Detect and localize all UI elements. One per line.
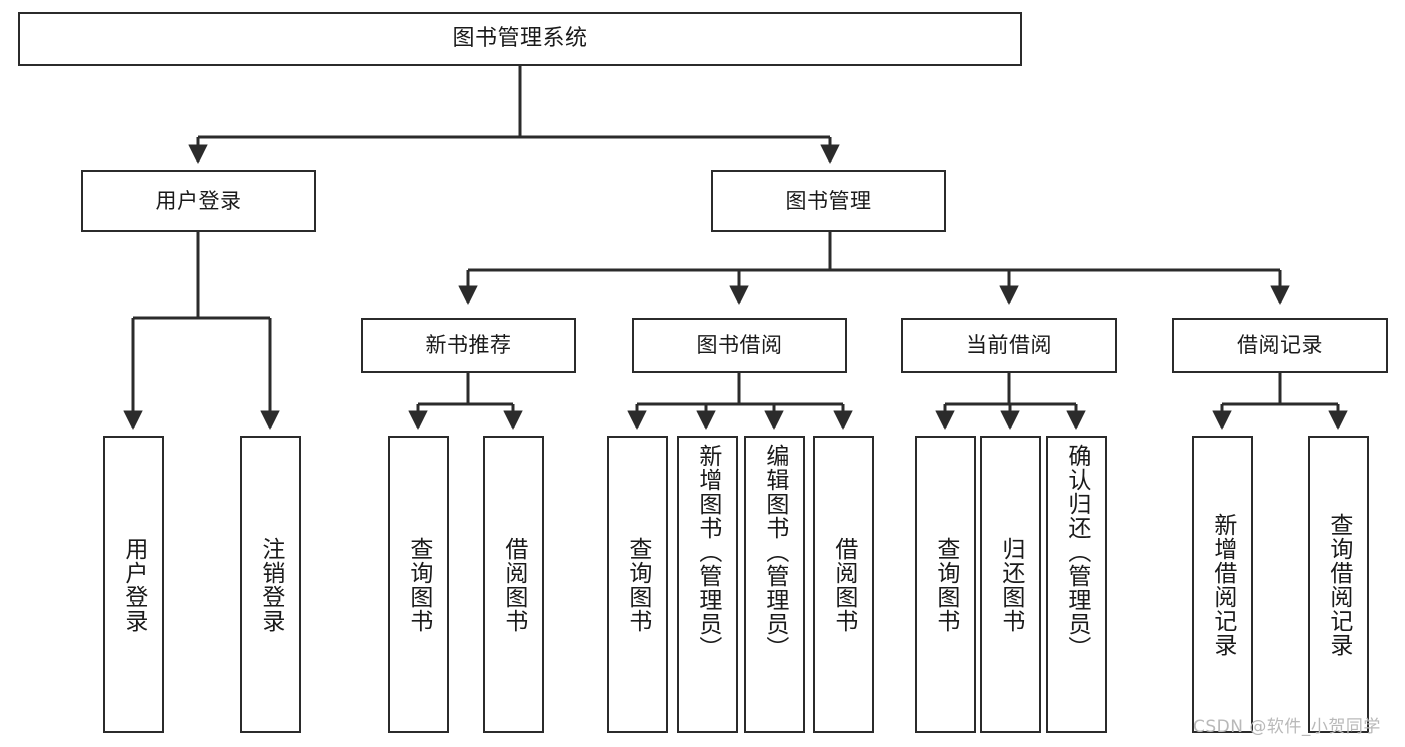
node-current-borrow[interactable]: 当前借阅 [901, 318, 1117, 373]
node-leaf-return-book-label: 归还图书 [997, 536, 1024, 633]
node-leaf-add-record[interactable]: 新增借阅记录 [1192, 436, 1253, 733]
node-book-manage[interactable]: 图书管理 [711, 170, 946, 232]
node-leaf-add-book[interactable]: 新增图书（管理员） [677, 436, 738, 733]
node-current-borrow-label: 当前借阅 [966, 333, 1052, 358]
node-leaf-query-book-1[interactable]: 查询图书 [388, 436, 449, 733]
node-leaf-query-record-label: 查询借阅记录 [1325, 512, 1352, 657]
node-user-login-label: 用户登录 [155, 188, 242, 213]
node-book-borrow[interactable]: 图书借阅 [632, 318, 847, 373]
node-new-book-recommend[interactable]: 新书推荐 [361, 318, 576, 373]
node-leaf-user-login[interactable]: 用户登录 [103, 436, 164, 733]
node-leaf-confirm-return[interactable]: 确认归还（管理员） [1046, 436, 1107, 733]
node-borrow-record[interactable]: 借阅记录 [1172, 318, 1388, 373]
node-leaf-user-login-label: 用户登录 [120, 536, 147, 633]
node-leaf-confirm-return-label: 确认归还（管理员） [1063, 444, 1090, 660]
node-leaf-query-book-2[interactable]: 查询图书 [607, 436, 668, 733]
node-leaf-user-logout[interactable]: 注销登录 [240, 436, 301, 733]
node-book-borrow-label: 图书借阅 [696, 333, 783, 358]
node-leaf-query-book-3[interactable]: 查询图书 [915, 436, 976, 733]
node-leaf-add-book-label: 新增图书（管理员） [694, 444, 721, 660]
node-user-login[interactable]: 用户登录 [81, 170, 316, 232]
node-root[interactable]: 图书管理系统 [18, 12, 1022, 66]
node-leaf-add-record-label: 新增借阅记录 [1209, 512, 1236, 657]
node-leaf-query-book-3-label: 查询图书 [932, 536, 959, 633]
node-book-manage-label: 图书管理 [785, 188, 872, 213]
node-leaf-edit-book[interactable]: 编辑图书（管理员） [744, 436, 805, 733]
csdn-watermark: CSDN @软件_小贺同学 [1193, 717, 1381, 737]
node-leaf-edit-book-label: 编辑图书（管理员） [761, 444, 788, 660]
node-leaf-query-record[interactable]: 查询借阅记录 [1308, 436, 1369, 733]
node-leaf-borrow-book-1[interactable]: 借阅图书 [483, 436, 544, 733]
node-leaf-query-book-1-label: 查询图书 [405, 536, 432, 633]
node-leaf-borrow-book-1-label: 借阅图书 [500, 536, 527, 633]
node-leaf-borrow-book-2-label: 借阅图书 [830, 536, 857, 633]
node-leaf-query-book-2-label: 查询图书 [624, 536, 651, 633]
node-new-book-recommend-label: 新书推荐 [425, 333, 512, 358]
node-root-label: 图书管理系统 [452, 26, 588, 52]
node-leaf-return-book[interactable]: 归还图书 [980, 436, 1041, 733]
node-leaf-borrow-book-2[interactable]: 借阅图书 [813, 436, 874, 733]
node-borrow-record-label: 借阅记录 [1237, 333, 1323, 358]
node-leaf-user-logout-label: 注销登录 [257, 536, 284, 633]
